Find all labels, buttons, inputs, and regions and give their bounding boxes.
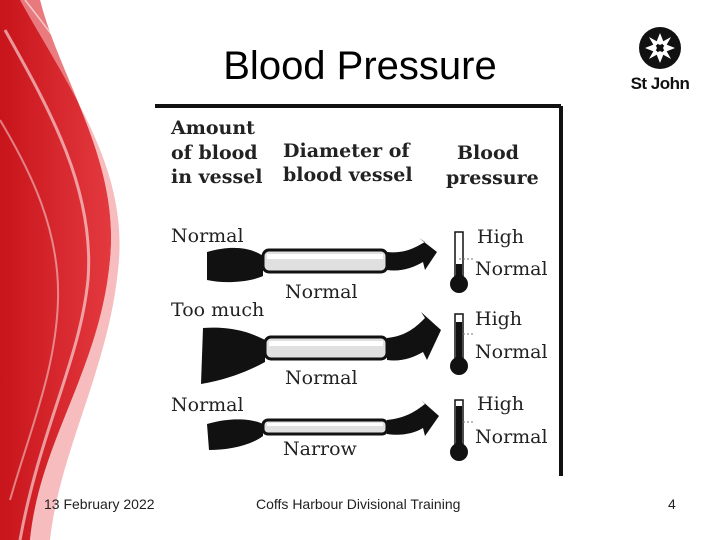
row1-amount-label: Normal xyxy=(171,225,244,247)
row2-amount-label: Too much xyxy=(171,299,264,321)
row2-normal-label: Normal xyxy=(475,341,548,363)
slide-title: Blood Pressure xyxy=(223,44,497,88)
row3-diameter-label: Narrow xyxy=(283,438,358,460)
header-diameter-2: blood vessel xyxy=(283,164,413,186)
header-amount-1: Amount xyxy=(170,117,255,139)
row2-thermometer xyxy=(450,313,473,375)
row1-blood-flow xyxy=(207,238,437,283)
blood-pressure-diagram: Amount of blood in vessel Diameter of bl… xyxy=(155,104,563,476)
footer-date: 13 February 2022 xyxy=(44,496,155,512)
header-amount-3: in vessel xyxy=(171,166,262,188)
row3-amount-label: Normal xyxy=(171,394,244,416)
row2-diameter-label: Normal xyxy=(285,367,358,389)
header-diameter-1: Diameter of xyxy=(283,140,411,162)
logo-text: St John xyxy=(630,74,690,93)
row2-blood-flow xyxy=(201,312,441,384)
row1-high-label: High xyxy=(477,226,524,248)
row1-thermometer xyxy=(450,231,473,293)
header-pressure-2: pressure xyxy=(446,167,539,189)
st-john-logo: St John xyxy=(618,26,702,96)
row3-normal-label: Normal xyxy=(475,426,548,448)
slide-number: 4 xyxy=(668,496,676,512)
row3-thermometer xyxy=(450,399,473,461)
row2-high-label: High xyxy=(475,308,522,330)
row3-high-label: High xyxy=(477,393,524,415)
header-pressure-1: Blood xyxy=(457,142,519,164)
st-john-cross-icon xyxy=(639,27,681,69)
header-amount-2: of blood xyxy=(171,142,258,164)
row1-normal-label: Normal xyxy=(475,258,548,280)
row3-blood-flow xyxy=(207,400,439,450)
row1-diameter-label: Normal xyxy=(285,281,358,303)
footer-title: Coffs Harbour Divisional Training xyxy=(256,496,461,512)
